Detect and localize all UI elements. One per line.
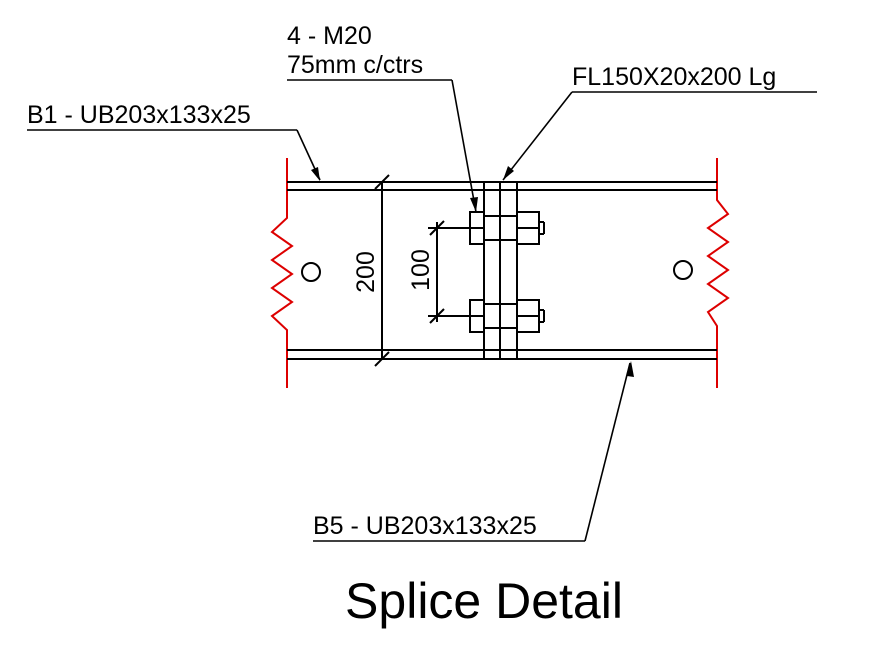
drawing-title: Splice Detail [345,573,623,629]
leaders [27,79,817,542]
bolts [469,211,545,333]
b5-leader-arrow [627,361,634,377]
depth-tick-top [374,174,390,190]
plate-leader [502,91,573,181]
beam-b1-label: B1 - UB203x133x25 [27,101,251,129]
bolts-label-line2: 75mm c/ctrs [287,51,423,79]
depth-dimension-text: 200 [352,251,380,293]
right-break-line [706,158,730,388]
b5-hole [673,260,693,280]
gauge-tick-bottom [429,308,445,324]
gauge-dimension-text: 100 [407,249,435,291]
beam-b5-label: B5 - UB203x133x25 [313,512,537,540]
bolts-leader-arrow [470,197,478,212]
splice-plates [483,181,518,360]
dimension-bolt-gauge [428,220,470,324]
beam-b1 [287,181,485,360]
beam-b5 [516,181,717,360]
left-break-line [270,158,294,388]
b1-hole [301,262,321,282]
bolts-label-line1: 4 - M20 [287,22,372,50]
plate-leader-arrow [503,166,514,180]
plate-label: FL150X20x200 Lg [572,63,776,91]
break-lines [270,158,730,388]
bolts-leader [451,79,477,213]
plate-bottom-cap [483,349,518,360]
leader-arrowheads [311,166,634,377]
b5-leader [584,362,631,542]
dimension-depth [374,174,390,367]
gauge-tick-top [429,220,445,236]
b1-leader-arrow [311,167,320,181]
plate-top-cap [483,181,518,191]
depth-tick-bottom [374,351,390,367]
